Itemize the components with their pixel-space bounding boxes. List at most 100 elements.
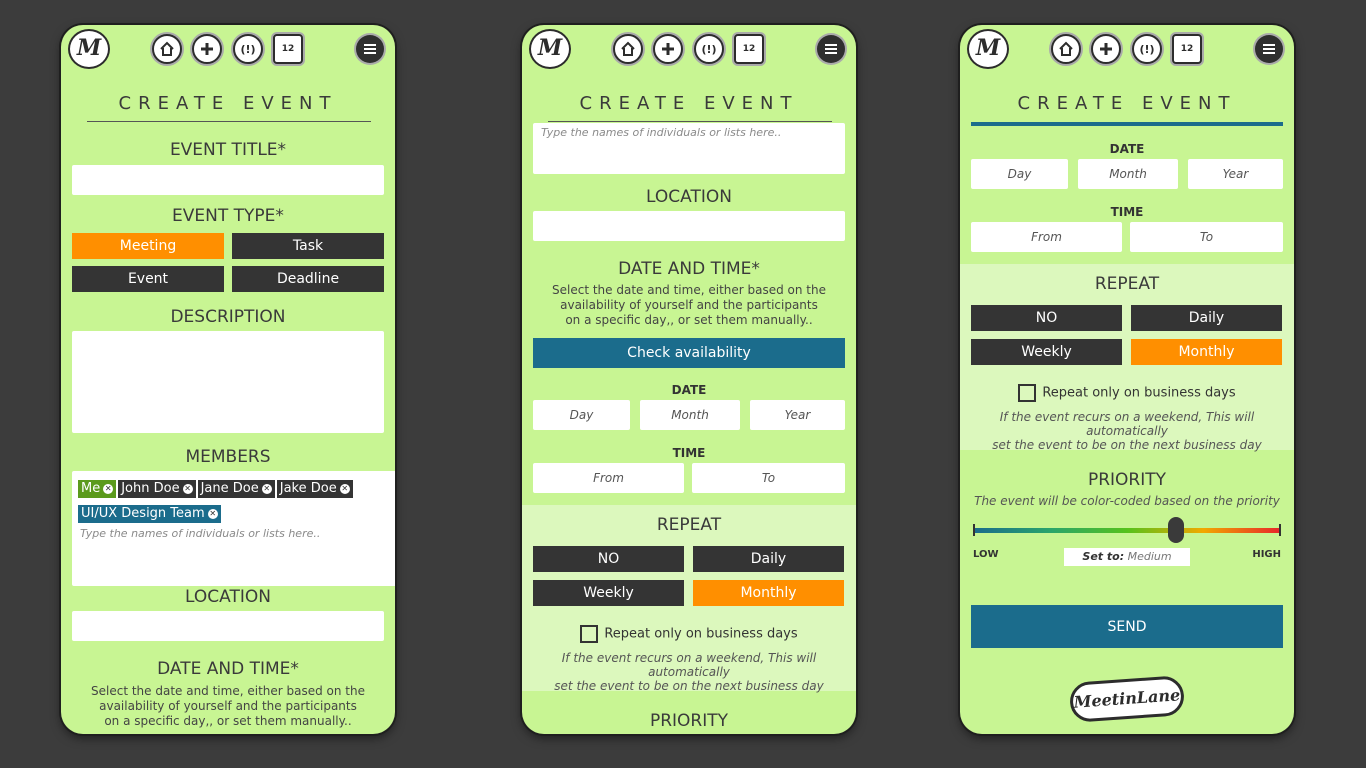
priority-high-label: HIGH (1252, 549, 1281, 560)
alert-icon[interactable]: (!) (694, 34, 724, 64)
event-type-meeting[interactable]: Meeting (72, 233, 224, 259)
alert-icon[interactable]: (!) (233, 34, 263, 64)
priority-low-label: LOW (973, 549, 999, 560)
remove-icon[interactable]: ✕ (339, 484, 350, 494)
page-title: CREATE EVENT (118, 93, 338, 114)
repeat-heading: REPEAT (656, 515, 722, 535)
repeat-daily[interactable]: Daily (693, 546, 844, 572)
repeat-weekly[interactable]: Weekly (533, 580, 684, 606)
date-label: DATE (671, 383, 707, 397)
time-label: TIME (672, 446, 706, 460)
screen-create-event-bottom: M (!) 12 CREATE EVENT DATE Day Month Yea… (960, 25, 1294, 734)
location-input[interactable] (72, 611, 384, 641)
members-input[interactable]: Type the names of individuals or lists h… (533, 123, 845, 174)
time-from-field[interactable]: From (533, 463, 684, 493)
event-type-heading: EVENT TYPE* (172, 206, 284, 226)
plus-icon[interactable] (192, 34, 222, 64)
business-days-option[interactable]: Repeat only on business days (522, 625, 856, 643)
business-days-checkbox[interactable] (1018, 384, 1037, 402)
menu-icon[interactable] (1255, 35, 1283, 63)
date-time-heading: DATE AND TIME* (157, 659, 299, 679)
plus-icon[interactable] (653, 34, 683, 64)
app-logo[interactable]: M (529, 29, 571, 69)
priority-slider[interactable] (973, 517, 1281, 543)
calendar-icon[interactable]: 12 (1172, 34, 1202, 64)
repeat-monthly[interactable]: Monthly (1131, 339, 1282, 365)
repeat-no[interactable]: NO (971, 305, 1122, 331)
member-tag[interactable]: UI/UX Design Team✕ (78, 505, 221, 523)
repeat-weekly[interactable]: Weekly (971, 339, 1122, 365)
send-button[interactable]: SEND (971, 605, 1283, 648)
business-days-note: If the event recurs on a weekend, This w… (992, 410, 1262, 452)
repeat-heading: REPEAT (1094, 274, 1160, 294)
year-field[interactable]: Year (1188, 159, 1283, 189)
event-type-deadline[interactable]: Deadline (232, 266, 384, 292)
repeat-monthly[interactable]: Monthly (693, 580, 844, 606)
slider-track (975, 528, 1279, 533)
home-icon[interactable] (613, 34, 643, 64)
event-title-input[interactable] (72, 165, 384, 195)
remove-icon[interactable]: ✕ (207, 509, 218, 519)
time-from-field[interactable]: From (971, 222, 1122, 252)
member-tag[interactable]: Me✕ (78, 480, 117, 498)
title-divider (87, 121, 371, 122)
location-heading: LOCATION (185, 587, 271, 607)
month-field[interactable]: Month (1078, 159, 1178, 189)
remove-icon[interactable]: ✕ (261, 484, 272, 494)
plus-icon[interactable] (1091, 34, 1121, 64)
members-placeholder: Type the names of individuals or lists h… (80, 527, 321, 540)
description-textarea[interactable] (72, 331, 384, 433)
home-icon[interactable] (1051, 34, 1081, 64)
screen-create-event-top: M (!) 12 CREATE EVENT EVENT TITLE* EVENT… (61, 25, 395, 734)
menu-icon[interactable] (356, 35, 384, 63)
event-title-heading: EVENT TITLE* (169, 140, 287, 160)
priority-heading: PRIORITY (649, 711, 729, 731)
app-logo[interactable]: M (967, 29, 1009, 69)
priority-heading: PRIORITY (1087, 470, 1167, 490)
slider-left-cap (973, 524, 975, 536)
date-label: DATE (1109, 142, 1145, 156)
business-days-checkbox[interactable] (580, 625, 599, 643)
time-label: TIME (1110, 205, 1144, 219)
remove-icon[interactable]: ✕ (103, 484, 114, 494)
app-logo[interactable]: M (68, 29, 110, 69)
slider-thumb[interactable] (1167, 517, 1184, 543)
menu-icon[interactable] (817, 35, 845, 63)
repeat-daily[interactable]: Daily (1131, 305, 1282, 331)
brand-logo: MeetinLane (1068, 675, 1186, 723)
event-type-event[interactable]: Event (72, 266, 224, 292)
priority-value-box: Set to: Medium (1064, 548, 1190, 566)
alert-icon[interactable]: (!) (1132, 34, 1162, 64)
member-tag[interactable]: Jake Doe✕ (276, 480, 353, 498)
year-field[interactable]: Year (750, 400, 845, 430)
page-title: CREATE EVENT (1017, 93, 1237, 114)
remove-icon[interactable]: ✕ (182, 484, 193, 494)
check-availability-button[interactable]: Check availability (533, 338, 845, 368)
date-time-help: Select the date and time, either based o… (91, 684, 365, 728)
members-heading: MEMBERS (185, 447, 271, 467)
time-to-field[interactable]: To (692, 463, 845, 493)
day-field[interactable]: Day (533, 400, 630, 430)
calendar-icon[interactable]: 12 (734, 34, 764, 64)
description-heading: DESCRIPTION (170, 307, 286, 327)
members-input[interactable]: Me✕John Doe✕Jane Doe✕Jake Doe✕ UI/UX Des… (72, 471, 395, 586)
calendar-icon[interactable]: 12 (273, 34, 303, 64)
slider-right-cap (1279, 524, 1281, 536)
time-to-field[interactable]: To (1130, 222, 1283, 252)
event-type-task[interactable]: Task (232, 233, 384, 259)
page-title: CREATE EVENT (579, 93, 799, 114)
repeat-no[interactable]: NO (533, 546, 684, 572)
member-tag[interactable]: Jane Doe✕ (197, 480, 275, 498)
month-field[interactable]: Month (640, 400, 740, 430)
date-time-help: Select the date and time, either based o… (552, 283, 826, 327)
home-icon[interactable] (152, 34, 182, 64)
business-days-note: If the event recurs on a weekend, This w… (554, 651, 824, 693)
screen-create-event-middle: M (!) 12 CREATE EVENT Type the names of … (522, 25, 856, 734)
location-heading: LOCATION (646, 187, 732, 207)
location-input[interactable] (533, 211, 845, 241)
business-days-option[interactable]: Repeat only on business days (960, 384, 1294, 402)
member-tag[interactable]: John Doe✕ (118, 480, 196, 498)
day-field[interactable]: Day (971, 159, 1068, 189)
members-placeholder: Type the names of individuals or lists h… (541, 126, 782, 139)
date-time-heading: DATE AND TIME* (618, 259, 760, 279)
